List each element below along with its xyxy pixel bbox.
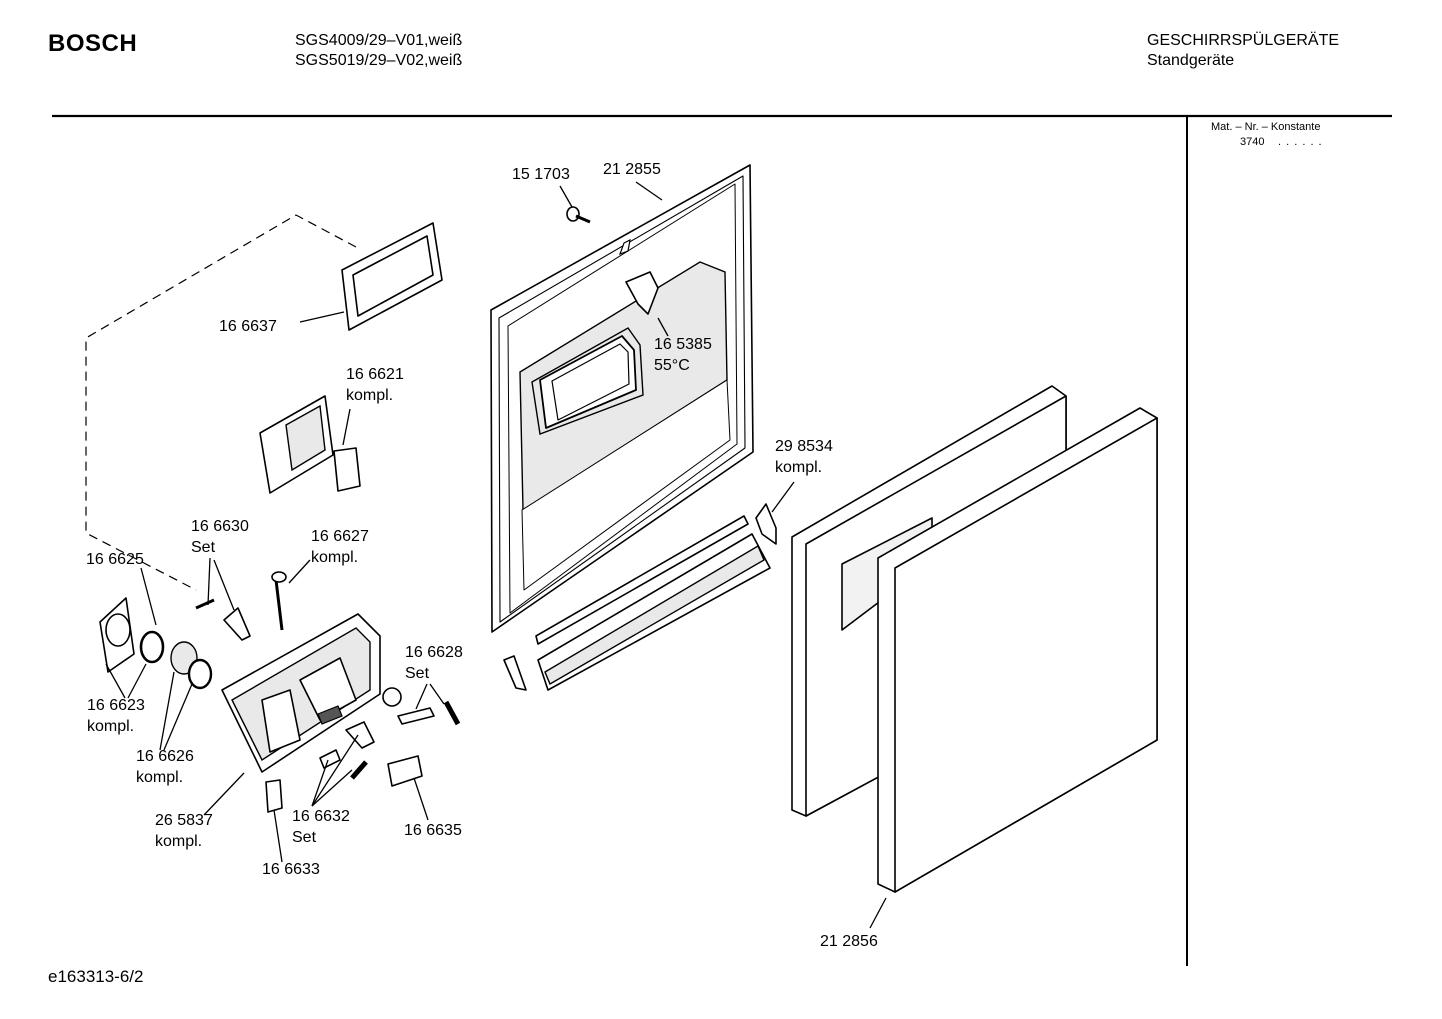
brand-logo: BOSCH xyxy=(48,30,138,57)
spring-and-lever-set xyxy=(195,571,461,813)
model-line-1: SGS4009/29–V01,weiß xyxy=(295,32,463,49)
vent-frame xyxy=(341,222,443,331)
screw xyxy=(566,206,591,224)
category-title: GESCHIRRSPÜLGERÄTE xyxy=(1147,32,1340,49)
part-label-166635: 16 6635 xyxy=(404,822,462,839)
part-label-151703: 15 1703 xyxy=(512,166,570,183)
category-subtitle: Standgeräte xyxy=(1147,52,1235,69)
assembly-guide-line xyxy=(85,214,357,591)
part-label-212856: 21 2856 xyxy=(820,933,878,950)
model-line-2: SGS5019/29–V02,weiß xyxy=(295,52,463,69)
part-label-166637: 16 6637 xyxy=(219,318,277,335)
door-seal-rails xyxy=(503,515,771,691)
detergent-dispenser xyxy=(221,613,381,773)
sidebar-value: 3740 xyxy=(1240,136,1265,148)
drawing-code: e163313-6/2 xyxy=(48,967,144,986)
part-label-166633: 16 6633 xyxy=(262,861,320,878)
inner-door-panel xyxy=(490,164,754,633)
sidebar-title: Mat. – Nr. – Konstante xyxy=(1211,121,1321,133)
sidebar-dots: . . . . . . xyxy=(1278,136,1323,148)
part-label-166625: 16 6625 xyxy=(86,551,144,568)
leader-lines xyxy=(105,181,887,929)
part-label-212855: 21 2855 xyxy=(603,161,661,178)
dispenser-cap xyxy=(99,597,213,690)
vent-module xyxy=(259,395,361,494)
hinge-clip xyxy=(755,503,777,545)
outer-door-panels xyxy=(791,385,1158,893)
